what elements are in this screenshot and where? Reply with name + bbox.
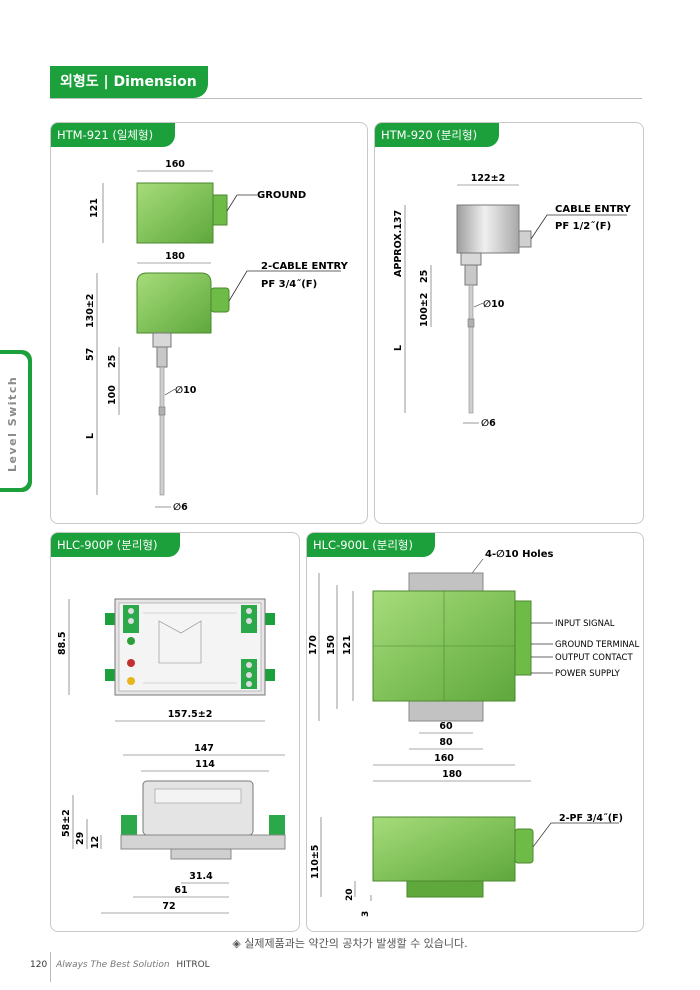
dim-147: 147 <box>194 743 214 754</box>
housing-grey <box>456 204 520 254</box>
dim-12: 12 <box>90 836 101 849</box>
housing-side <box>372 816 516 882</box>
power-supply-label: POWER SUPPLY <box>555 669 621 679</box>
fitting-thread <box>464 264 478 286</box>
housing-integral <box>136 272 212 334</box>
dim-25: 25 <box>107 355 118 368</box>
pf-label: PF 3/4˝(F) <box>261 278 317 290</box>
dim-170: 170 <box>308 635 319 655</box>
dim-58: 58±2 <box>61 809 72 837</box>
dim-60: 60 <box>439 721 453 732</box>
fitting-thread <box>156 346 168 368</box>
panel-htm-921: HTM-921 (일체형) GROUND 160 121 2-CABLE ENT… <box>50 122 368 524</box>
mount-plate-bottom <box>408 700 484 722</box>
dim-160: 160 <box>434 753 454 764</box>
dim-31-4: 31.4 <box>189 871 213 882</box>
dim-150: 150 <box>326 635 337 655</box>
dim-100: 100 <box>107 385 118 405</box>
dim-20: 20 <box>345 888 355 901</box>
dim-57: 57 <box>85 348 96 361</box>
housing-base <box>406 880 484 898</box>
header-divider <box>50 98 642 99</box>
dim-157-5: 157.5±2 <box>168 709 213 720</box>
hlc-900p-drawing: 88.5 157.5±2 147 114 58±2 29 12 31.4 61 … <box>57 598 286 914</box>
dim-100: 100±2 <box>419 293 430 327</box>
dim-29: 29 <box>75 832 86 845</box>
pf-label: 2-PF 3/4˝(F) <box>559 813 623 824</box>
dim-L: L <box>85 433 96 439</box>
fitting-nut <box>152 332 172 348</box>
page-number: 120 <box>30 960 48 970</box>
dim-130: 130±2 <box>85 294 96 328</box>
holes-label: 4-∅10 Holes <box>485 549 554 560</box>
dim-121: 121 <box>342 635 353 655</box>
dim-61: 61 <box>174 885 187 896</box>
dim-122: 122±2 <box>471 173 505 184</box>
panel-title: HTM-920 (분리형) <box>375 123 500 147</box>
input-signal-label: INPUT SIGNAL <box>555 619 615 629</box>
panel-htm-920: HTM-920 (분리형) CABLE ENTRY PF 1/2˝(F) 122… <box>374 122 644 524</box>
din-rail-base <box>120 834 286 850</box>
dim-121: 121 <box>89 198 100 218</box>
cable-entry-label: CABLE ENTRY <box>555 204 632 215</box>
dim-88-5: 88.5 <box>57 632 68 655</box>
ground-terminal-label: GROUND TERMINAL <box>555 640 639 650</box>
pf-label: PF 1/2˝(F) <box>555 220 611 232</box>
dim-160: 160 <box>165 159 185 170</box>
dim-180: 180 <box>165 251 185 262</box>
dim-d10: ∅10 <box>175 385 197 396</box>
side-tab[interactable] <box>0 350 32 492</box>
dim-d6: ∅6 <box>481 418 496 429</box>
fitting-nut <box>460 252 482 266</box>
panel-title: HTM-921 (일체형) <box>51 123 176 147</box>
brand: HITROL <box>176 960 210 970</box>
dim-25: 25 <box>419 270 430 283</box>
mount-plate-top <box>408 572 484 594</box>
dim-L: L <box>393 345 404 351</box>
cable-port <box>518 230 532 248</box>
footer-divider <box>50 952 51 982</box>
side-cable-port <box>514 828 534 864</box>
htm-921-drawing: GROUND 160 121 2-CABLE ENTRY PF 3/4˝(F) … <box>85 159 349 513</box>
panel-title: HLC-900P (분리형) <box>51 533 180 557</box>
ground-port <box>212 194 228 226</box>
panel-title: HLC-900L (분리형) <box>307 533 435 557</box>
tagline: Always The Best Solution <box>56 960 170 970</box>
side-ports <box>514 600 532 676</box>
output-contact-label: OUTPUT CONTACT <box>555 653 633 663</box>
panel-hlc-900l: HLC-900L (분리형) 4-∅10 Holes INPUT SIGNAL … <box>306 532 644 932</box>
section-title: 외형도 | Dimension <box>50 66 208 98</box>
side-tab-label: Level Switch <box>6 375 19 472</box>
housing-top <box>136 182 214 244</box>
dim-72: 72 <box>162 901 175 912</box>
probe-rod <box>468 284 474 414</box>
footer: 120 Always The Best Solution HITROL <box>30 960 210 970</box>
hlc-900l-drawing: 4-∅10 Holes INPUT SIGNAL GROUND TERMINAL… <box>308 549 639 917</box>
cable-entry-label: 2-CABLE ENTRY <box>261 261 349 272</box>
dim-d6: ∅6 <box>173 502 188 513</box>
dim-approx137: APPROX.137 <box>393 210 404 277</box>
dim-80: 80 <box>439 737 453 748</box>
probe-rod <box>159 366 165 496</box>
footnote: ◈ 실제제품과는 약간의 공차가 발생할 수 있습니다. <box>232 937 468 950</box>
panel-hlc-900p: HLC-900P (분리형) 88.5 157.5±2 147 114 <box>50 532 300 932</box>
dim-d10: ∅10 <box>483 299 505 310</box>
ground-label: GROUND <box>257 190 306 201</box>
dim-180: 180 <box>442 769 462 780</box>
dim-110: 110±5 <box>310 845 321 879</box>
dim-3: 3 <box>361 911 371 917</box>
cable-port <box>210 287 230 313</box>
htm-920-drawing: CABLE ENTRY PF 1/2˝(F) 122±2 APPROX.137 … <box>393 173 632 429</box>
dim-114: 114 <box>195 759 215 770</box>
